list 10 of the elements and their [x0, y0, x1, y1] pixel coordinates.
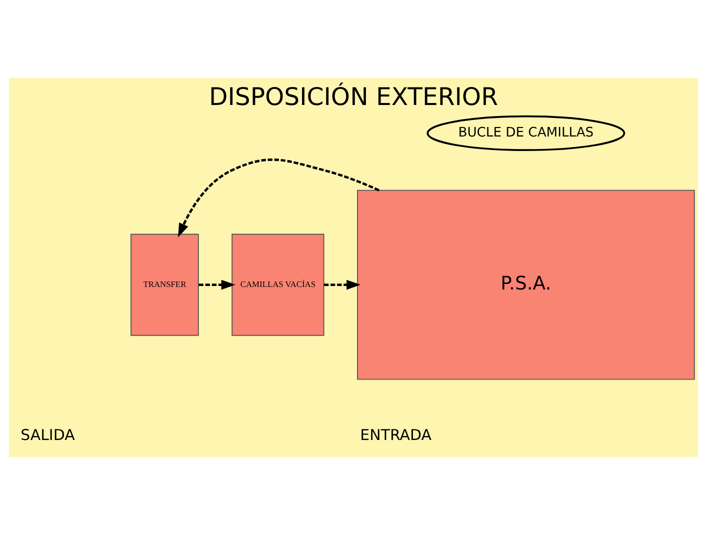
- node-ellipse: BUCLE DE CAMILLAS: [426, 114, 626, 150]
- label: ENTRADA: [360, 425, 432, 444]
- node-box: P.S.A.: [357, 189, 695, 380]
- label: SALIDA: [20, 425, 75, 444]
- arrow: [178, 158, 380, 237]
- node-box: TRANSFER: [130, 233, 199, 336]
- arrow: [324, 279, 361, 290]
- node-box: CAMILLAS VACÍAS: [232, 233, 324, 336]
- arrow: [198, 279, 236, 290]
- diagram-title: DISPOSICIÓN EXTERIOR: [208, 81, 498, 110]
